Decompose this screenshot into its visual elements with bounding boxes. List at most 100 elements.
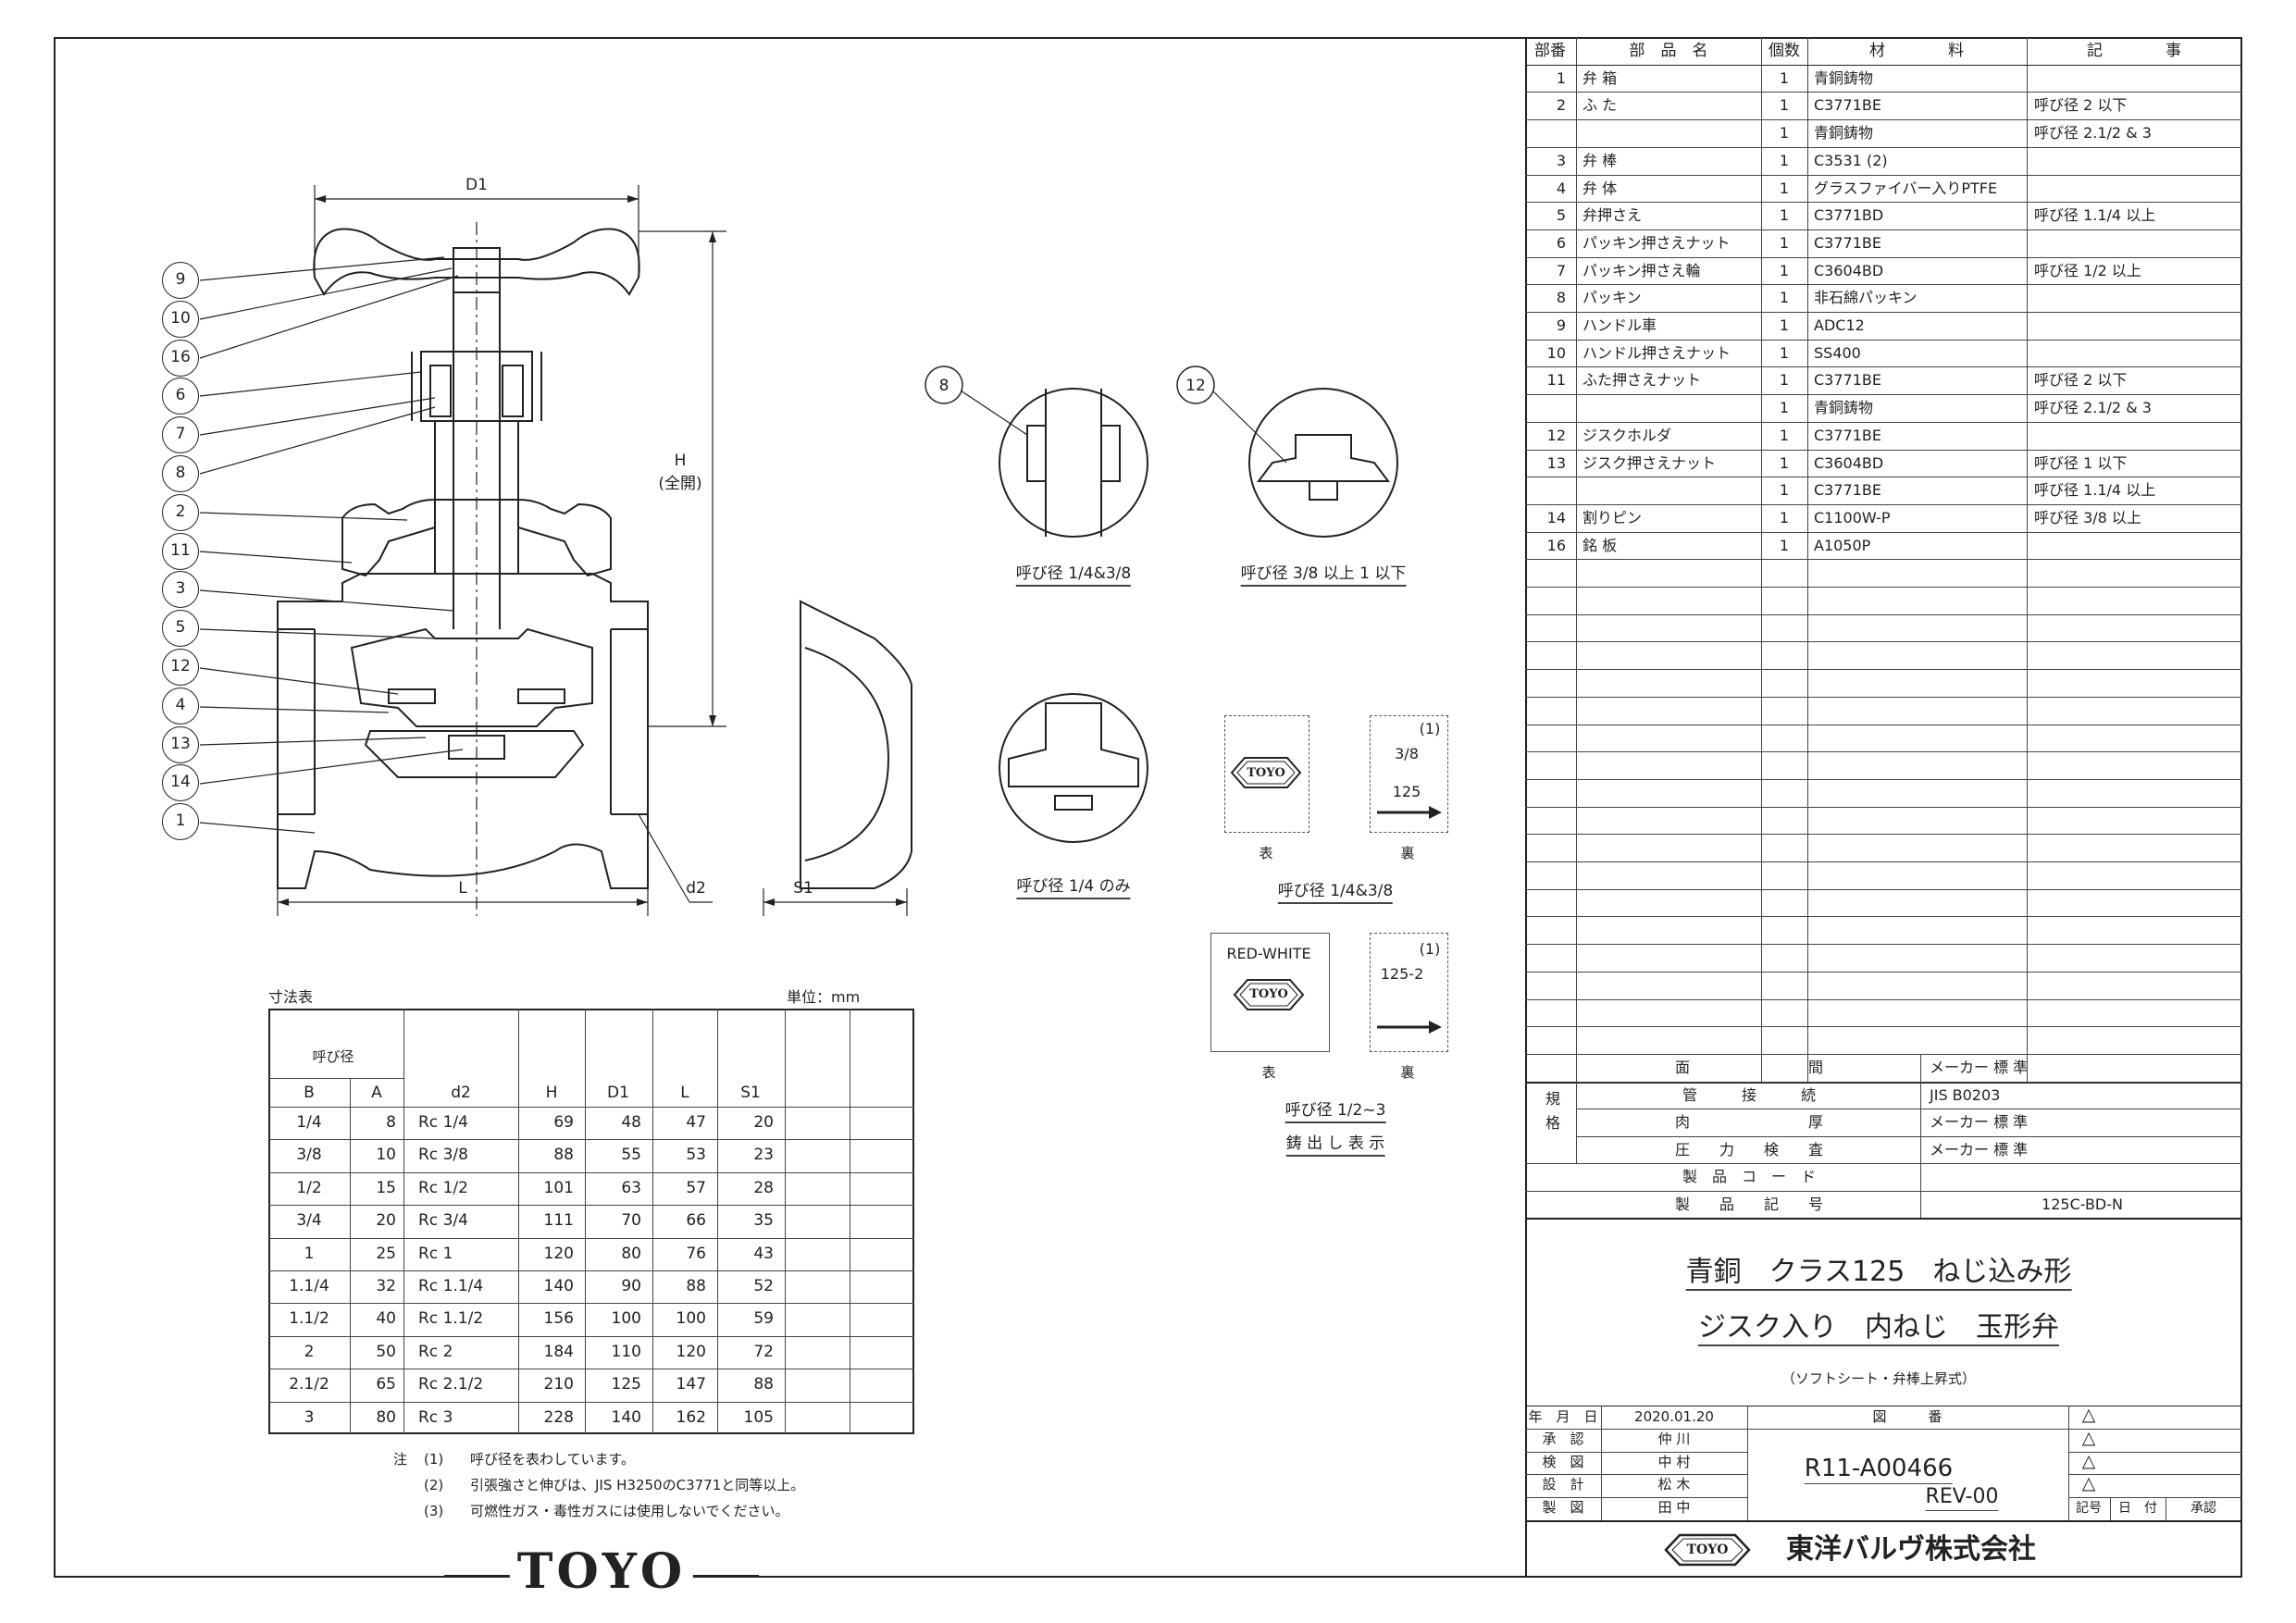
dim-table-cell: 100 xyxy=(676,1309,706,1329)
part-balloon xyxy=(162,725,199,763)
detail-bottom-caption: 呼び径 1/4 のみ xyxy=(1016,879,1131,899)
part-qty: 1 xyxy=(1779,68,1790,87)
part-no: 4 xyxy=(1556,179,1566,197)
part-name: 弁 棒 xyxy=(1582,151,1618,169)
dim-table-cell: 69 xyxy=(553,1113,574,1132)
part-balloon-number: 1 xyxy=(175,812,186,831)
part-no: 1 xyxy=(1556,68,1566,87)
parts-header-remarks: 記 事 xyxy=(2087,42,2181,60)
mark1-logo-text: TOYO xyxy=(1247,766,1285,780)
dim-table-header: B xyxy=(304,1084,315,1102)
part-no: 12 xyxy=(1546,426,1566,444)
part-balloon xyxy=(162,610,199,648)
part-no: 14 xyxy=(1546,508,1566,527)
part-name: ふた押さえナット xyxy=(1582,371,1702,390)
part-balloon xyxy=(162,803,199,841)
mark1-logo xyxy=(1230,757,1302,788)
part-remarks: 呼び径 1.1/4 以上 xyxy=(2034,481,2156,500)
dim-h-note: (全開) xyxy=(658,475,702,493)
part-material: C1100W-P xyxy=(1814,508,1891,527)
dim-table-cell: 15 xyxy=(376,1178,396,1197)
mark1-back xyxy=(1370,715,1448,833)
part-qty: 1 xyxy=(1779,481,1790,500)
part-material: 非石綿パッキン xyxy=(1814,289,1917,307)
mark1-note: (1) xyxy=(1419,720,1441,737)
mark2-caption2: 鋳 出 し 表 示 xyxy=(1285,1136,1385,1157)
product-title-line1: 青銅 クラス125 ねじ込み形 xyxy=(1685,1258,2072,1291)
dim-table-cell: Rc 3/8 xyxy=(418,1146,468,1165)
dim-table-cell: Rc 1/4 xyxy=(418,1113,468,1132)
approval-name: 松 木 xyxy=(1657,1476,1691,1493)
dim-table-cell: 156 xyxy=(543,1309,574,1329)
part-no: 6 xyxy=(1556,233,1566,252)
mark1-size: 3/8 xyxy=(1395,745,1419,762)
mark2-caption: 呼び径 1/2~3 xyxy=(1285,1103,1386,1123)
dim-table-cell: 184 xyxy=(543,1342,574,1361)
dim-table-cell: 23 xyxy=(753,1146,774,1165)
spec-item: 圧 力 検 査 xyxy=(1674,1140,1824,1158)
dim-table-cell: Rc 1 xyxy=(418,1244,453,1263)
spec-item: 管 接 続 xyxy=(1682,1085,1817,1104)
dim-table-cell: 125 xyxy=(611,1375,641,1394)
dim-table-cell: 57 xyxy=(686,1178,706,1197)
part-material: グラスファイバー入りPTFE xyxy=(1814,179,1998,197)
part-remarks: 呼び径 2 以下 xyxy=(2034,96,2128,115)
dim-table-cell: 228 xyxy=(543,1407,574,1427)
part-name: パッキン押さえナット xyxy=(1582,233,1731,252)
revision-triangle-icon: △ xyxy=(2081,1427,2096,1448)
dim-table-cell: 52 xyxy=(753,1277,774,1295)
spec-item: 面 間 xyxy=(1674,1059,1824,1076)
dim-table-cell: Rc 2.1/2 xyxy=(418,1375,484,1394)
date-value: 2020.01.20 xyxy=(1634,1408,1714,1425)
valve-section-drawing xyxy=(199,185,1398,916)
spec-value: メーカー 標 準 xyxy=(1930,1059,2029,1076)
part-qty: 1 xyxy=(1779,261,1790,279)
part-name: 弁 体 xyxy=(1582,179,1618,197)
part-no: 10 xyxy=(1546,343,1566,362)
dim-table-cell: 53 xyxy=(686,1146,706,1165)
note-number: (2) xyxy=(424,1477,444,1493)
dim-table-cell: 2.1/2 xyxy=(289,1375,329,1394)
dim-table-header: L xyxy=(680,1084,689,1102)
company-logo-text: TOYO xyxy=(1686,1542,1729,1557)
part-balloon-number: 12 xyxy=(170,657,191,675)
part-remarks: 呼び径 1.1/4 以上 xyxy=(2034,206,2156,225)
part-balloon-number: 16 xyxy=(170,347,191,366)
part-qty: 1 xyxy=(1779,233,1790,252)
approval-name: 中 村 xyxy=(1657,1453,1691,1470)
dim-table-cell: Rc 2 xyxy=(418,1342,453,1361)
dim-table-cell: 76 xyxy=(686,1244,706,1263)
parts-header-material: 材 料 xyxy=(1869,42,1964,60)
part-name: パッキン xyxy=(1582,289,1642,307)
dim-table-cell: 101 xyxy=(543,1178,574,1197)
dim-table-cell: 100 xyxy=(611,1309,641,1329)
dim-table-cell: 3 xyxy=(304,1407,315,1427)
dim-table-header: D1 xyxy=(607,1084,629,1102)
dim-table-cell: 90 xyxy=(621,1277,641,1295)
part-material: ADC12 xyxy=(1814,316,1865,334)
dim-table-cell: 1.1/2 xyxy=(289,1309,329,1329)
dim-table-cell: 50 xyxy=(376,1342,396,1361)
part-balloon-number: 7 xyxy=(175,425,186,444)
dim-table-header: S1 xyxy=(740,1084,761,1102)
approval-role: 検 図 xyxy=(1542,1453,1584,1470)
dim-table-cell: 3/4 xyxy=(296,1211,322,1231)
dim-table-cell: 88 xyxy=(753,1375,774,1394)
part-balloon-number: 14 xyxy=(170,773,191,792)
revision: REV-00 xyxy=(1925,1487,1999,1511)
part-material: SS400 xyxy=(1814,343,1861,362)
spec-value: メーカー 標 準 xyxy=(1930,1140,2029,1158)
dim-table-cell: 66 xyxy=(686,1211,706,1231)
part-material: C3604BD xyxy=(1814,261,1884,279)
dim-table-cell: 147 xyxy=(676,1375,706,1394)
detail-12-caption: 呼び径 3/8 以上 1 以下 xyxy=(1240,566,1407,587)
dim-table-header: d2 xyxy=(451,1084,471,1102)
product-symbol-label: 製 品 記 号 xyxy=(1674,1195,1824,1213)
dim-table-cell: 35 xyxy=(753,1211,774,1231)
spec-label: 規格 xyxy=(1543,1091,1560,1139)
parts-header-no: 部番 xyxy=(1534,42,1566,60)
dim-table-cell: 70 xyxy=(621,1211,641,1231)
part-balloon-number: 3 xyxy=(175,579,186,599)
dim-table-cell: 48 xyxy=(621,1113,641,1132)
part-balloon-number: 4 xyxy=(175,695,186,714)
